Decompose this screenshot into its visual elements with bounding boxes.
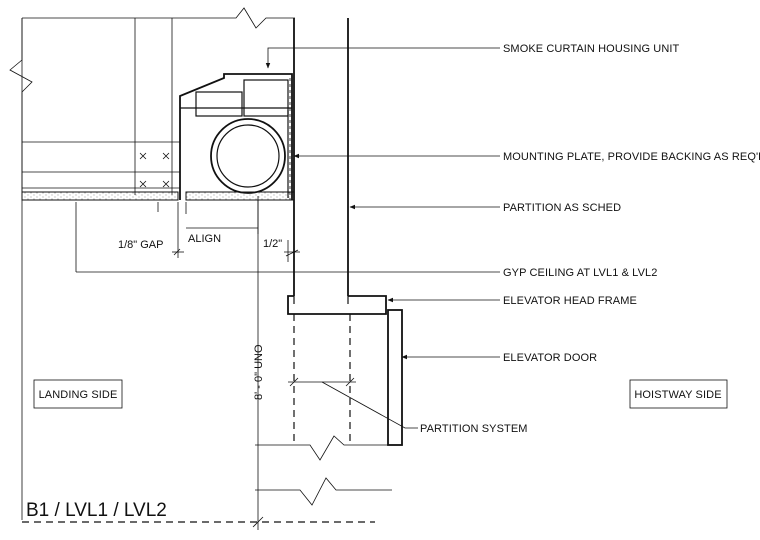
landing-side-box: LANDING SIDE: [33, 379, 123, 409]
elevator-head-frame: [287, 295, 387, 315]
partition-label: PARTITION AS SCHED: [503, 202, 621, 214]
hoistway-side-label: HOISTWAY SIDE: [634, 389, 721, 401]
partition-wall: [293, 18, 349, 296]
half-inch-label: 1/2": [263, 238, 282, 250]
landing-side-label: LANDING SIDE: [39, 389, 118, 401]
gyp-ceiling-label: GYP CEILING AT LVL1 & LVL2: [503, 267, 657, 279]
gap-dim-label: 1/8" GAP: [118, 239, 163, 251]
smoke-curtain-label: SMOKE CURTAIN HOUSING UNIT: [503, 43, 680, 55]
fastener-x-marks: [139, 152, 170, 188]
half-inch-dimension: 1/2": [263, 238, 300, 262]
gap-dimension: 1/8" GAP: [118, 202, 187, 258]
height-dim-label: 8' - 0" UNO: [253, 344, 265, 400]
leader-lines: [265, 47, 500, 429]
height-dimension: 8' - 0" UNO: [252, 200, 265, 530]
top-break-line: [22, 7, 295, 29]
partition-system-hidden: [293, 314, 351, 445]
head-frame-label: ELEVATOR HEAD FRAME: [503, 295, 637, 307]
mounting-plate-label: MOUNTING PLATE, PROVIDE BACKING AS REQ'D: [503, 151, 760, 163]
left-break-line: [9, 18, 33, 520]
elevator-door-label: ELEVATOR DOOR: [503, 352, 597, 364]
hoistway-side-box: HOISTWAY SIDE: [629, 379, 728, 409]
partition-system-label: PARTITION SYSTEM: [420, 423, 528, 435]
smoke-curtain-housing: [179, 73, 293, 200]
level-label: B1 / LVL1 / LVL2: [26, 500, 167, 521]
lower-break-lines: [255, 435, 402, 506]
ceiling-framing: [21, 18, 180, 195]
align-dim-label: ALIGN: [188, 233, 221, 245]
